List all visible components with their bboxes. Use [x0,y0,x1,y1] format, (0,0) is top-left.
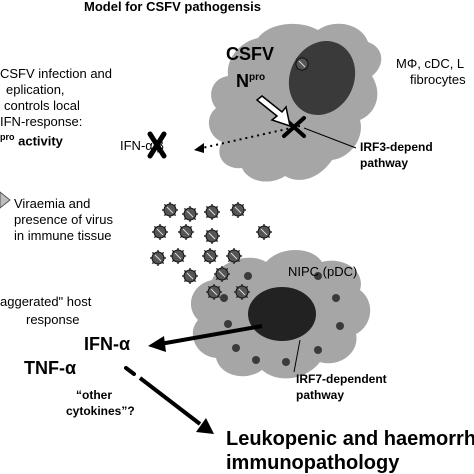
virus-particle [162,202,178,218]
viraemia-diamond [0,191,11,209]
virus-particle [256,224,272,240]
exaggerated-line-1: aggerated" host [0,294,92,309]
virus-particle [150,250,166,266]
cell1-label-line-2: fibrocytes [410,72,466,87]
npro-fragment-rest: activity [14,133,63,149]
virus-particle [230,202,246,218]
virus-particle [178,224,194,240]
virus-particle [234,284,250,300]
dotted-arrow [194,125,301,153]
virus-particle [214,266,230,282]
cell1-label-line-1: MΦ, cDC, L [396,56,465,71]
left-text-1-line-4: IFN-response: [0,114,83,129]
left-text-1-line-3: controls local [4,98,80,113]
virus-particle [206,284,222,300]
npro-label-sup: pro [249,72,266,83]
left-text-1-line-2: eplication, [6,82,65,97]
ifn-alpha-label: IFN-α [84,334,131,354]
virus-particle [182,206,198,222]
irf3-label-line-2: pathway [360,156,409,170]
viraemia-line-1: Viraemia and [14,196,91,211]
npro-arrow [255,95,292,128]
irf7-label-line-2: pathway [296,388,345,402]
left-text-1-line-1: CSFV infection and [0,66,113,81]
tnf-alpha-label: TNF-α [24,358,77,378]
npro-label-base: N [236,71,249,91]
irf7-leader [293,339,301,373]
outcome-line-2: immunopathology [226,452,400,474]
nipc-label: NIPC (pDC) [288,264,358,279]
virus-particles [150,56,310,300]
virus-particle [152,224,168,240]
virus-particle [226,248,242,264]
viraemia-line-2: presence of virus [14,212,113,227]
irf7-label-line-1: IRF7-dependent [296,372,387,386]
virus-particle [202,248,218,264]
virus-particle [204,228,220,244]
outcome-line-1: Leukopenic and haemorrh [226,428,474,450]
outcome-arrow [124,366,214,434]
ifn-ab-label: IFN-α/β [120,138,164,153]
virus-particle [294,56,310,72]
exaggerated-line-2: response [26,312,80,327]
irf3-label-line-1: IRF3-depend [360,140,433,154]
irf3-leader [303,127,357,149]
virus-particle [182,268,198,284]
ifn-alpha-arrow [148,324,263,352]
other-cytokines-line-1: “other [76,388,112,402]
viraemia-line-3: in immune tissue [14,228,112,243]
other-cytokines-line-2: cytokines”? [66,404,135,418]
virus-particle [170,248,186,264]
virus-particle [204,204,220,220]
npro-fragment-sup: pro [0,132,15,142]
diagram-title: Model for CSFV pathogensis [84,0,261,14]
csfv-label: CSFV [226,44,275,64]
granules [220,272,344,366]
left-text-1-line-5: Npro activity [0,130,63,148]
block-x-ifn [147,131,167,159]
npro-label: Npro [236,68,265,91]
lower-nucleus [248,287,316,341]
